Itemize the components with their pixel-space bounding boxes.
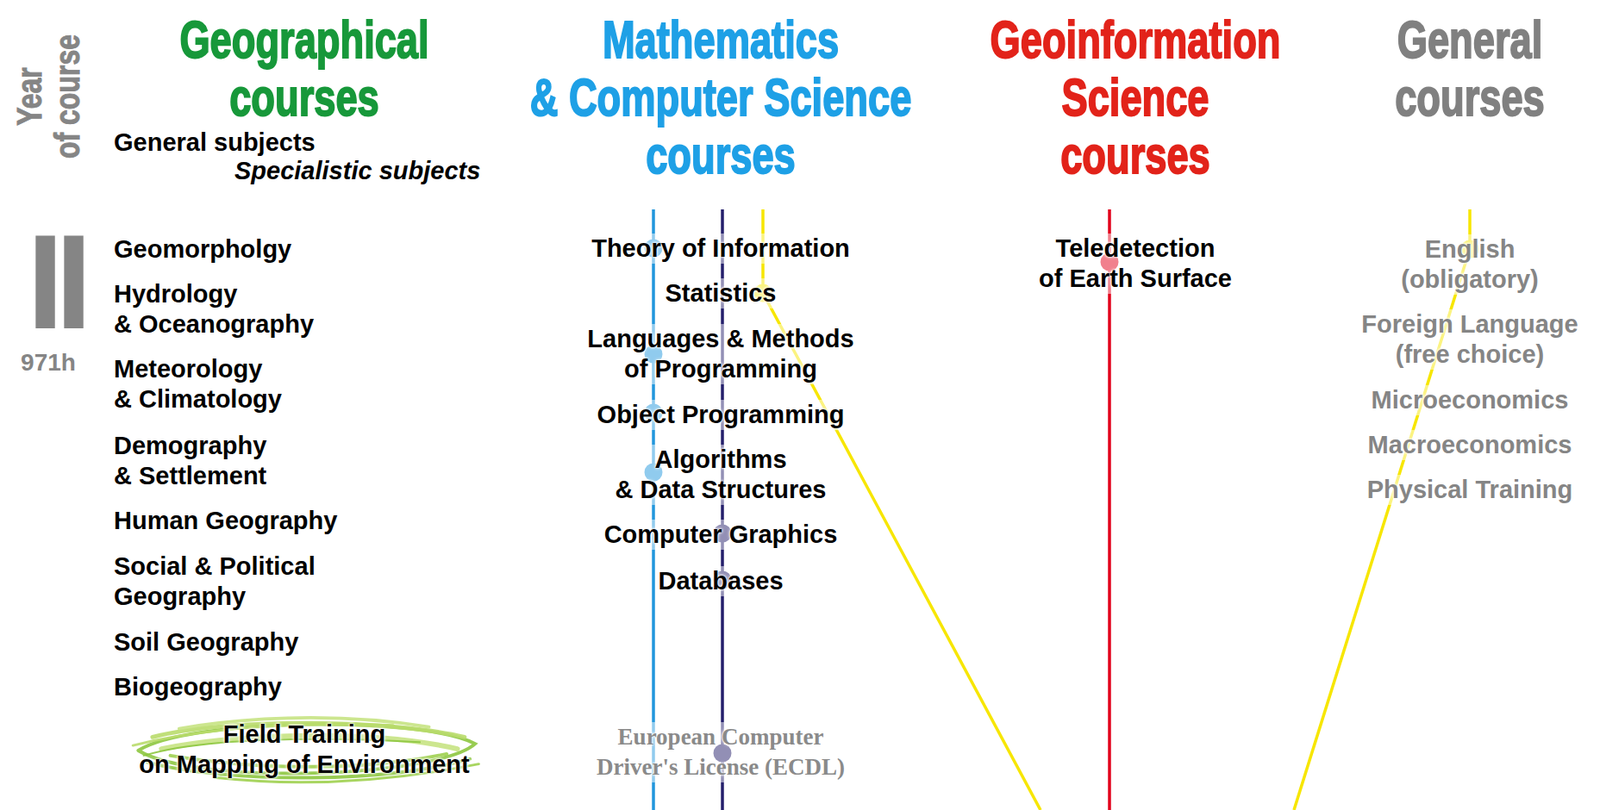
column-heading: Geoinformation Science courses [990, 10, 1282, 184]
column-heading: Mathematics & Computer Science courses [530, 10, 913, 184]
text-line: Meteorology [113, 354, 282, 385]
course-name: Demography & Settlement [112, 431, 269, 492]
text-line: courses [1394, 68, 1545, 126]
course-name: Physical Training [1365, 475, 1575, 506]
course-name: Meteorology & Climatology [112, 354, 284, 415]
text-line: Year [10, 34, 49, 159]
year-numeral: II [26, 215, 84, 350]
course-name: Hydrology & Oceanography [112, 279, 316, 340]
course-name: Algorithms & Data Structures [613, 444, 829, 506]
text-line: Languages & Methods [587, 324, 854, 355]
text-line: Geoinformation [990, 10, 1282, 69]
course-name: Statistics [663, 278, 779, 309]
course-name: Social & Political Geography [112, 551, 318, 613]
text-line: Social & Political [113, 551, 316, 582]
text-line: (free choice) [1361, 339, 1578, 370]
text-line: courses [179, 68, 429, 126]
text-line: & Climatology [113, 384, 282, 415]
course-name: Soil Geography [112, 627, 300, 658]
course-name: Geomorpholgy [112, 234, 294, 265]
course-name: Teledetection of Earth Surface [1037, 233, 1234, 294]
course-name: European Computer Driver's License (ECDL… [594, 722, 847, 783]
text-line: Geography [113, 581, 316, 613]
text-line: of Programming [587, 354, 854, 385]
node-text: Field Training on Mapping of Environment [138, 719, 469, 781]
course-name: Theory of Information [589, 233, 852, 264]
course-name: Biogeography [112, 672, 284, 703]
course-line [1293, 209, 1470, 810]
text-line: courses [990, 125, 1282, 184]
column-subheading: General subjects [112, 127, 318, 158]
text-line: Science [990, 68, 1282, 126]
text-line: & Settlement [113, 461, 267, 492]
text-line: of Earth Surface [1038, 263, 1232, 294]
text-line: & Oceanography [113, 309, 314, 340]
course-line [1107, 209, 1112, 810]
text-line: on Mapping of Environment [138, 750, 469, 781]
course-name: Human Geography [112, 506, 339, 537]
text-line: Field Training [138, 719, 469, 750]
course-name: English (obligatory) [1399, 234, 1541, 295]
text-line: Foreign Language [1361, 309, 1578, 340]
course-name: Computer Graphics [602, 519, 840, 550]
text-line: & Data Structures [615, 475, 827, 506]
text-line: courses [530, 125, 913, 184]
column-heading: Geographical courses [179, 10, 429, 126]
course-line [651, 209, 656, 810]
text-line: of course [48, 34, 87, 159]
course-name: Macroeconomics [1366, 430, 1575, 461]
course-name: Languages & Methods of Programming [585, 324, 856, 385]
text-line: Algorithms [615, 444, 827, 475]
course-name: Databases [656, 566, 785, 597]
text-line: (obligatory) [1400, 264, 1539, 295]
course-name: Microeconomics [1369, 385, 1571, 416]
course-line [762, 209, 1041, 810]
course-name: Object Programming [595, 400, 847, 431]
text-line: Teledetection [1038, 233, 1232, 264]
text-line: Geographical [179, 10, 429, 69]
course-name: Foreign Language (free choice) [1359, 309, 1580, 370]
hours-total: 971h [18, 347, 78, 378]
column-subheading: Specialistic subjects [232, 156, 482, 187]
text-line: Driver's License (ECDL) [596, 752, 845, 783]
text-line: Demography [113, 431, 267, 462]
text-line: European Computer [596, 722, 845, 753]
axis-title: Year of course [10, 34, 87, 159]
text-line: Mathematics [530, 10, 913, 69]
text-line: General [1394, 10, 1545, 69]
text-line: English [1400, 234, 1539, 265]
text-line: & Computer Science [530, 68, 913, 126]
column-heading: General courses [1394, 10, 1545, 126]
field-training-patch: Field Training on Mapping of Environment [125, 712, 482, 788]
text-line: Hydrology [113, 279, 314, 310]
